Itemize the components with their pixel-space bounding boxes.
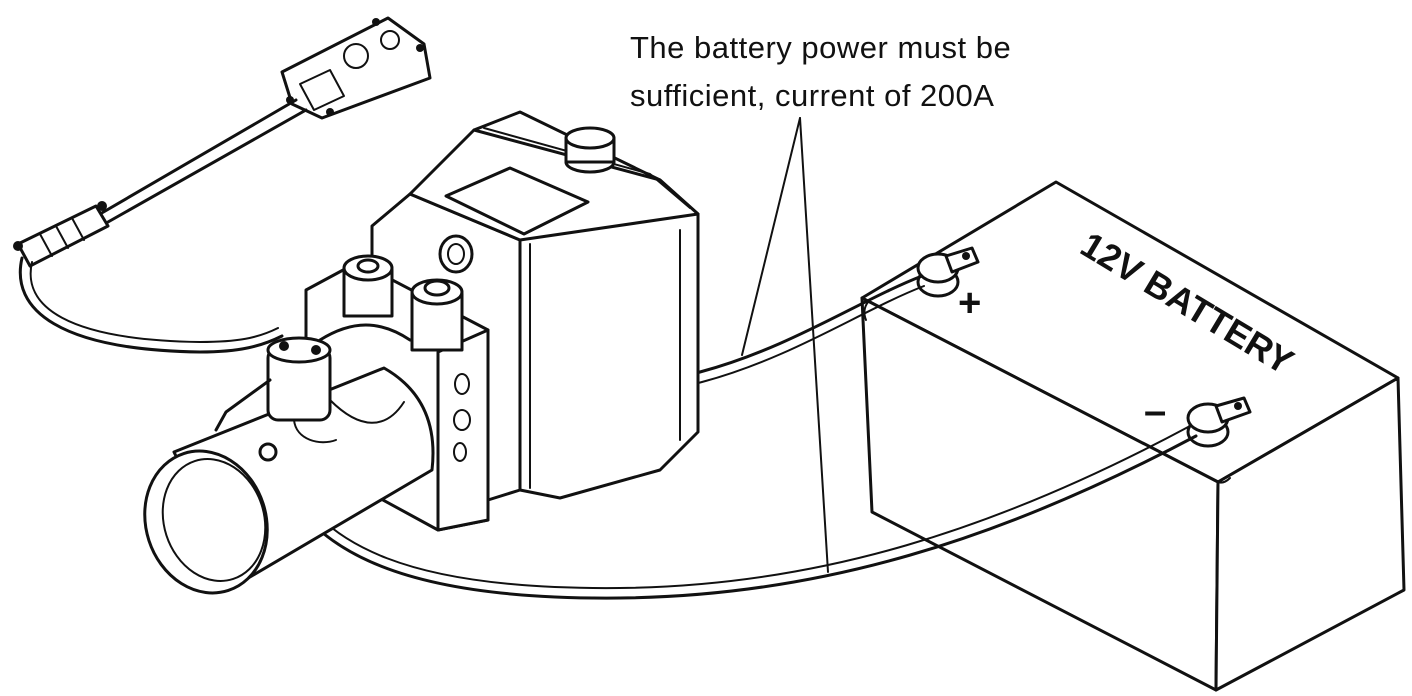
remote-cable xyxy=(13,98,308,354)
solenoid-valve-1 xyxy=(342,254,394,318)
pressure-adjust-knob xyxy=(438,234,474,274)
remote-control xyxy=(280,16,432,120)
filler-cap xyxy=(564,126,616,174)
battery: 12V BATTERY + – xyxy=(860,180,1406,692)
negative-cable xyxy=(268,434,1198,600)
motor-end-cap xyxy=(143,449,269,595)
positive-terminal xyxy=(916,246,980,298)
leader-line-negative xyxy=(799,117,829,573)
annotation: The battery power must be sufficient, cu… xyxy=(630,30,1011,573)
leader-line-positive xyxy=(741,117,801,356)
positive-symbol: + xyxy=(958,281,981,325)
solenoid-valve-2 xyxy=(410,278,464,352)
battery-side-face xyxy=(1214,376,1406,692)
remote-button xyxy=(299,69,345,111)
annotation-line-1: The battery power must be xyxy=(630,30,1011,65)
label-plate xyxy=(444,166,590,236)
negative-terminal xyxy=(1186,396,1252,448)
starter-solenoid xyxy=(214,323,412,462)
annotation-line-2: sufficient, current of 200A xyxy=(630,78,994,113)
negative-symbol: – xyxy=(1144,389,1166,433)
cable-connector xyxy=(16,204,110,268)
remote-button-knob xyxy=(343,43,369,69)
